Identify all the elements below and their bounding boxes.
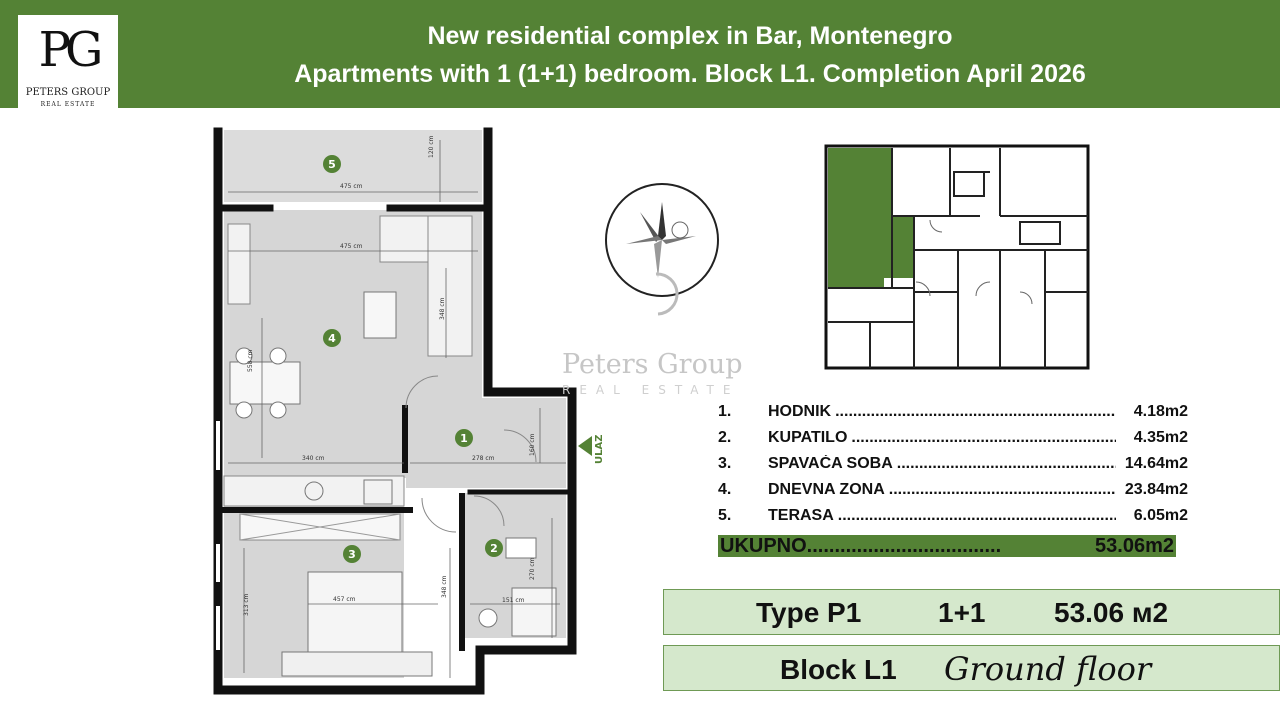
total-label: UKUPNO: [720, 535, 807, 557]
room-marker-1: 1: [460, 432, 468, 445]
room-marker-4: 4: [328, 332, 336, 345]
dim-terrace-height: 120 cm: [428, 135, 435, 158]
dim-kitchen-width: 340 cm: [302, 455, 325, 462]
room-name: HODNIK: [768, 403, 836, 420]
dim-hall-height: 160 cm: [529, 433, 536, 456]
room-area: 6.05m2: [1133, 507, 1188, 524]
room-row: 1. HODNIK 4.18m2: [718, 400, 1188, 426]
header-banner: PG PETERS GROUP REAL ESTATE New resident…: [0, 0, 1280, 111]
header-title: New residential complex in Bar, Monteneg…: [427, 22, 953, 50]
dim-sofa-height: 348 cm: [439, 297, 446, 320]
watermark-name: Peters Group: [562, 349, 743, 380]
compass-rose: [605, 183, 719, 316]
type-box: Type P1 1+1 53.06 м2: [663, 589, 1280, 635]
entrance-label: ULAZ: [594, 435, 605, 464]
room-area-list: 1. HODNIK 4.18m2 2. KUPATILO 4.35m2 3. S…: [718, 400, 1188, 530]
apartment-type: Type P1: [756, 597, 862, 628]
dim-bed-height1: 313 cm: [243, 593, 250, 616]
room-name: DNEVNA ZONA: [768, 481, 889, 498]
block-label: Block L1: [780, 654, 897, 685]
header-subtitle: Apartments with 1 (1+1) bedroom. Block L…: [294, 60, 1086, 88]
watermark: Peters Group REAL ESTATE: [562, 348, 762, 398]
room-number: 3.: [718, 455, 732, 472]
room-marker-2: 2: [490, 542, 498, 555]
room-name: KUPATILO: [768, 429, 852, 446]
room-number: 1.: [718, 403, 732, 420]
dim-bath-height: 270 cm: [529, 557, 536, 580]
room-area: 4.18m2: [1133, 403, 1188, 420]
block-box: Block L1 Ground floor: [663, 645, 1280, 691]
room-name: TERASA: [768, 507, 838, 524]
floor-label: Ground floor: [944, 650, 1152, 688]
apartment-rooms: 1+1: [938, 597, 986, 628]
building-key-plan: [824, 144, 1090, 370]
dim-hall-width: 278 cm: [472, 455, 495, 462]
logo-name: PETERS GROUP: [25, 87, 111, 98]
logo-subtitle: REAL ESTATE: [40, 101, 96, 108]
floor-plan: 475 cm 120 cm 475 cm 348 cm 558 cm 340 c…: [213, 127, 605, 695]
room-marker-5: 5: [328, 158, 336, 171]
room-row: 4. DNEVNA ZONA 23.84m2: [718, 478, 1188, 504]
room-row: 5. TERASA 6.05m2: [718, 504, 1188, 530]
room-row: 3. SPAVAĆA SOBA 14.64m2: [718, 452, 1188, 478]
apartment-area: 53.06 м2: [1054, 597, 1169, 628]
room-area: 4.35m2: [1133, 429, 1188, 446]
room-number: 4.: [718, 481, 732, 498]
room-name: SPAVAĆA SOBA: [768, 455, 897, 472]
peters-group-logo: PG PETERS GROUP REAL ESTATE: [18, 15, 118, 111]
room-number: 5.: [718, 507, 732, 524]
dim-living-width: 475 cm: [340, 243, 363, 250]
dim-dining-height: 558 cm: [247, 349, 254, 372]
room-area: 14.64m2: [1124, 455, 1188, 472]
total-area-bar: UKUPNO..................................…: [718, 535, 1176, 557]
watermark-sub: REAL ESTATE: [562, 383, 740, 397]
logo-monogram: PG: [38, 22, 104, 78]
room-number: 2.: [718, 429, 732, 446]
dim-bath-width: 151 cm: [502, 597, 525, 604]
room-area: 23.84m2: [1124, 481, 1188, 498]
room-row: 2. KUPATILO 4.35m2: [718, 426, 1188, 452]
entrance-arrow: [578, 436, 592, 456]
dim-bed-width: 457 cm: [333, 596, 356, 603]
room-marker-3: 3: [348, 548, 356, 561]
dim-terrace-width: 475 cm: [340, 183, 363, 190]
total-dots: ...................................: [806, 535, 1002, 557]
total-area: 53.06m2: [1095, 535, 1174, 557]
dim-bed-height2: 348 cm: [441, 575, 448, 598]
